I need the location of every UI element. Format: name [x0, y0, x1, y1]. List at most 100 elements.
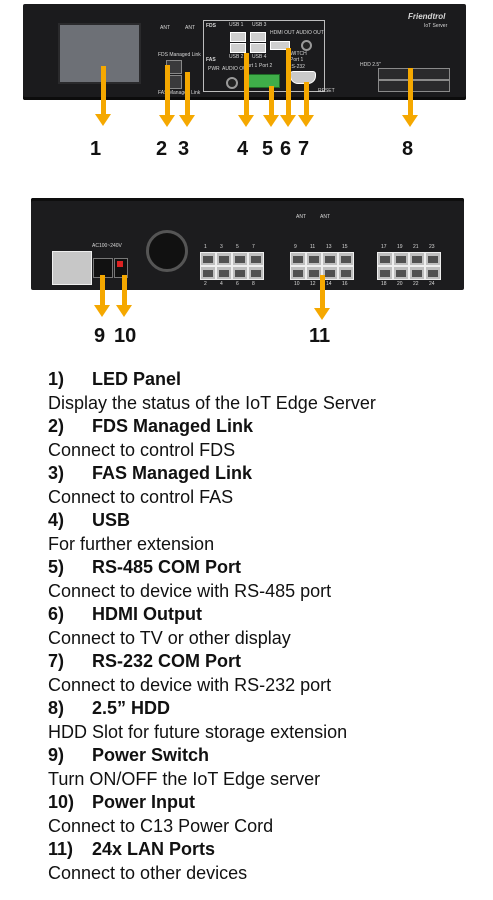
led-panel-display — [58, 23, 141, 84]
legend-item-title: RS-232 COM Port — [92, 651, 242, 671]
switch-label: SWITCH — [287, 51, 307, 57]
port2-label: Port 2 — [259, 63, 273, 69]
lan-port-number: 4 — [220, 281, 223, 287]
reset-label: RESET — [318, 88, 335, 94]
lan-port-number: 14 — [326, 281, 332, 287]
legend-item-description: Connect to device with RS-485 port — [48, 580, 332, 601]
legend-item-number: 11) — [48, 839, 74, 859]
lan-port — [232, 266, 248, 280]
fds-managed-link-label: FDS Managed Link — [158, 52, 201, 58]
lan-port-number: 15 — [342, 244, 348, 250]
cooling-fan — [146, 230, 188, 272]
legend-item-heading: 4)USB — [48, 509, 488, 533]
fas-tag: FAS — [206, 57, 216, 63]
legend-item-number: 1) — [48, 369, 65, 389]
lan-port-number: 13 — [326, 244, 332, 250]
lan-port-number: 12 — [310, 281, 316, 287]
legend-item-heading: 6)HDMI Output — [48, 603, 488, 627]
legend-item-heading: 10) Power Input — [48, 791, 488, 815]
usb3-label: USB 3 — [252, 22, 267, 28]
lan-port-number: 6 — [236, 281, 239, 287]
callout-arrow-1 — [95, 66, 111, 126]
hdd-tray-2 — [378, 80, 450, 92]
lan-port-number: 21 — [413, 244, 419, 250]
ant-label-left: ANT — [160, 25, 170, 31]
callout-number-9: 9 — [94, 325, 106, 347]
ac-input-label: AC100~240V — [92, 243, 122, 249]
power-switch-rocker — [117, 261, 123, 267]
rear-ant-label-right: ANT — [320, 214, 330, 220]
legend-item-number: 3) — [48, 463, 65, 483]
lan-port — [200, 266, 216, 280]
callout-number-6: 6 — [280, 138, 292, 160]
lan-port-number: 8 — [252, 281, 255, 287]
audio-out-label: AUDIO OUT — [222, 66, 250, 72]
legend-item-description: Connect to control FDS — [48, 439, 236, 460]
lan-port — [409, 252, 425, 266]
legend-item-title: Power Switch — [92, 745, 210, 765]
ant-label-right: ANT — [185, 25, 195, 31]
lan-port-number: 5 — [236, 244, 239, 250]
lan-port-number: 24 — [429, 281, 435, 287]
callout-arrow-7 — [298, 82, 314, 127]
legend-item-heading: 2) FDS Managed Link — [48, 415, 488, 439]
callout-number-8: 8 — [402, 138, 414, 160]
legend-item-number: 2) — [48, 416, 65, 436]
legend-item-description: Connect to control FAS — [48, 486, 234, 507]
legend-item-number: 10) — [48, 792, 75, 812]
usb-port-4 — [250, 43, 266, 53]
hdmi-out-label: HDMI OUT — [270, 30, 295, 36]
lan-port — [248, 266, 264, 280]
legend-item-description: HDD Slot for future storage extension — [48, 721, 348, 742]
audio-out-top-label: AUDIO OUT — [296, 30, 324, 36]
usb1-label: USB 1 — [229, 22, 244, 28]
lan-port — [306, 252, 322, 266]
lan-port — [377, 252, 393, 266]
fas-managed-link-label: FAS Managed Link — [158, 90, 201, 96]
legend-item-number: 7) — [48, 651, 65, 671]
legend-item-heading: 8)2.5” HDD — [48, 697, 488, 721]
callout-arrow-6 — [280, 48, 296, 127]
lan-port — [306, 266, 322, 280]
lan-port-number: 11 — [310, 244, 316, 250]
lan-port — [200, 252, 216, 266]
brand-logo: Friendtrol — [408, 12, 446, 21]
callout-number-2: 2 — [156, 138, 168, 160]
lan-port — [232, 252, 248, 266]
callout-number-10: 10 — [114, 325, 137, 347]
lan-port-number: 22 — [413, 281, 419, 287]
hdd-label: HDD 2.5" — [360, 62, 381, 68]
io-group-frame — [203, 20, 325, 92]
lan-port — [377, 266, 393, 280]
legend-item-title: Power Input — [92, 792, 195, 812]
lan-port-number: 18 — [381, 281, 387, 287]
audio-jack — [226, 77, 238, 89]
lan-port — [409, 266, 425, 280]
lan-port — [322, 252, 338, 266]
legend-item-number: 8) — [48, 698, 65, 718]
hdd-tray-1 — [378, 68, 450, 80]
legend-item-title: FDS Managed Link — [92, 416, 254, 436]
legend-item-heading: 9)Power Switch — [48, 744, 488, 768]
legend-item-title: FAS Managed Link — [92, 463, 253, 483]
lan-port — [216, 252, 232, 266]
lan-port-number: 9 — [294, 244, 297, 250]
lan-port-number: 19 — [397, 244, 403, 250]
legend-item-heading: 7) RS-232 COM Port — [48, 650, 488, 674]
power-supply-module — [52, 251, 92, 285]
lan-port — [425, 266, 441, 280]
lan-port — [248, 252, 264, 266]
brand-subtitle: IoT Server — [424, 23, 448, 29]
legend-item-description: Turn ON/OFF the IoT Edge server — [48, 768, 321, 789]
callout-number-11: 11 — [309, 325, 331, 347]
legend-item-heading: 3) FAS Managed Link — [48, 462, 488, 486]
callout-arrow-5 — [263, 86, 279, 127]
legend-item-heading: 5)RS-485 COM Port — [48, 556, 488, 580]
lan-port — [216, 266, 232, 280]
lan-port-number: 17 — [381, 244, 387, 250]
legend-item-description: Connect to device with RS-232 port — [48, 674, 332, 695]
usb-port-1 — [230, 32, 246, 42]
legend-item-title: USB — [92, 510, 131, 530]
rs232-label: RS-232 — [288, 64, 305, 70]
